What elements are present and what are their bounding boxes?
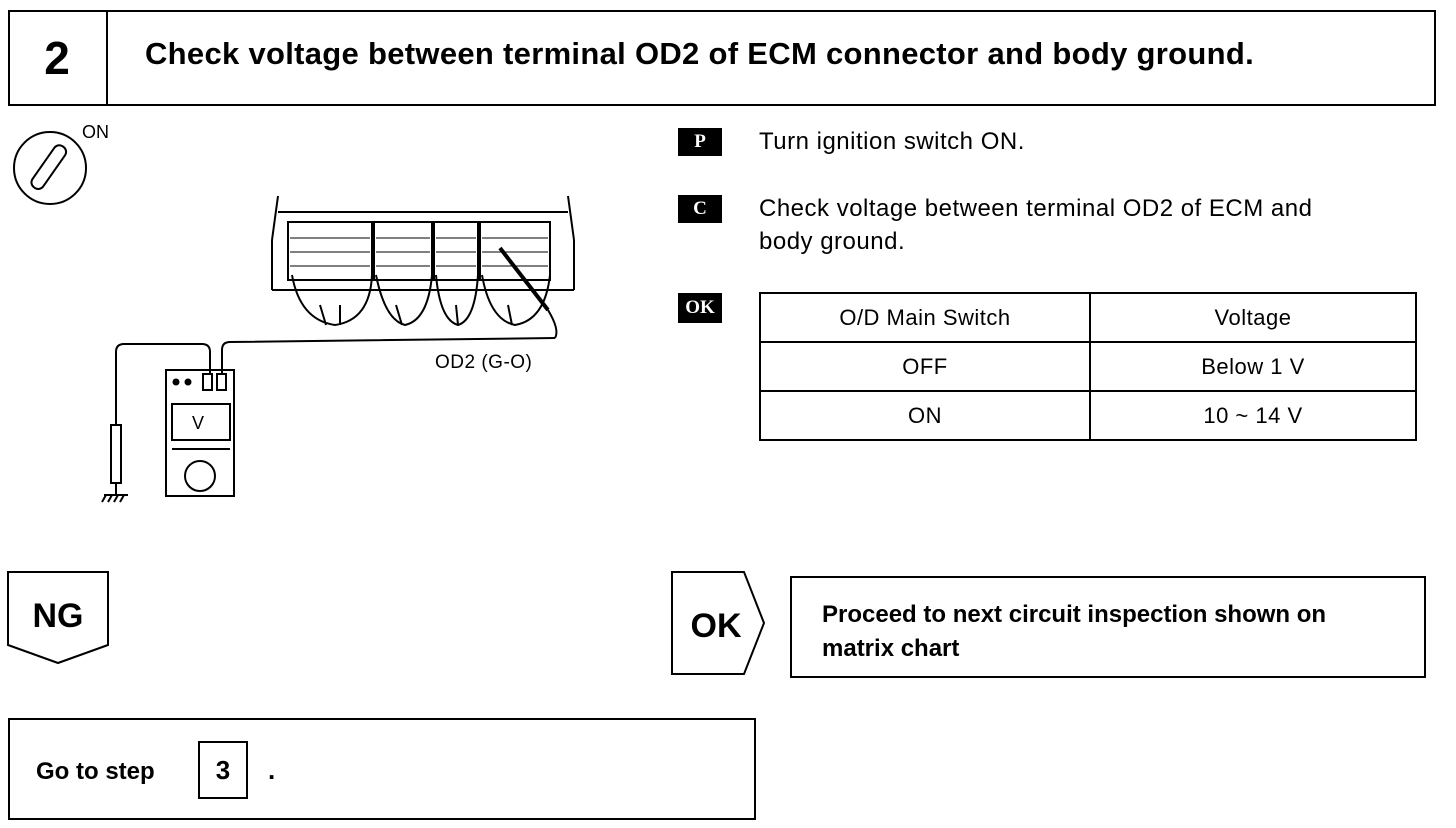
ok-result-line-1: Proceed to next circuit inspection shown… (822, 601, 1327, 628)
ng-arrow: NG (7, 571, 109, 665)
ng-label: NG (33, 597, 84, 635)
voltmeter-label: V (192, 413, 204, 433)
go-to-period: . (268, 755, 276, 785)
table-cell: Below 1 V (1089, 341, 1417, 392)
wiring-illustration: ON OD2 (G-O) (13, 122, 575, 503)
step-number: 2 (8, 10, 108, 106)
ignition-on-label: ON (82, 122, 109, 142)
ok-result-line-2: matrix chart (822, 635, 960, 662)
ground-probe-icon (101, 424, 128, 503)
ok-result-box: Proceed to next circuit inspection shown… (790, 576, 1426, 678)
check-tag: C (678, 195, 722, 223)
table-header: Voltage (1089, 292, 1417, 343)
check-text-line-1: Check voltage between terminal OD2 of EC… (759, 195, 1313, 222)
check-text-line-2: body ground. (759, 228, 906, 255)
table-cell: ON (759, 390, 1091, 441)
wire-label: OD2 (G-O) (435, 352, 532, 373)
table-row: ON 10 ~ 14 V (759, 390, 1417, 441)
go-to-step-number: 3 (198, 741, 248, 799)
ok-tag: OK (678, 293, 722, 323)
ecm-connector-icon (271, 195, 575, 339)
table-header-row: O/D Main Switch Voltage (759, 292, 1417, 343)
ignition-key-icon (13, 131, 87, 205)
ok-arrow: OK (671, 571, 766, 675)
ok-label: OK (691, 607, 742, 645)
voltmeter-icon (165, 369, 235, 497)
table-row: OFF Below 1 V (759, 341, 1417, 392)
meter-leads (115, 337, 556, 425)
procedure-tag: P (678, 128, 722, 156)
procedure-text: Turn ignition switch ON. (759, 128, 1025, 155)
ng-result-box (8, 718, 756, 820)
step-header (8, 10, 1436, 106)
table-cell: OFF (759, 341, 1091, 392)
step-title: Check voltage between terminal OD2 of EC… (145, 36, 1254, 71)
go-to-label: Go to step (36, 758, 155, 785)
table-header: O/D Main Switch (759, 292, 1091, 343)
table-cell: 10 ~ 14 V (1089, 390, 1417, 441)
check-text: Check voltage between terminal OD2 of EC… (759, 192, 1312, 258)
voltage-table: O/D Main Switch Voltage OFF Below 1 V ON… (759, 292, 1417, 441)
